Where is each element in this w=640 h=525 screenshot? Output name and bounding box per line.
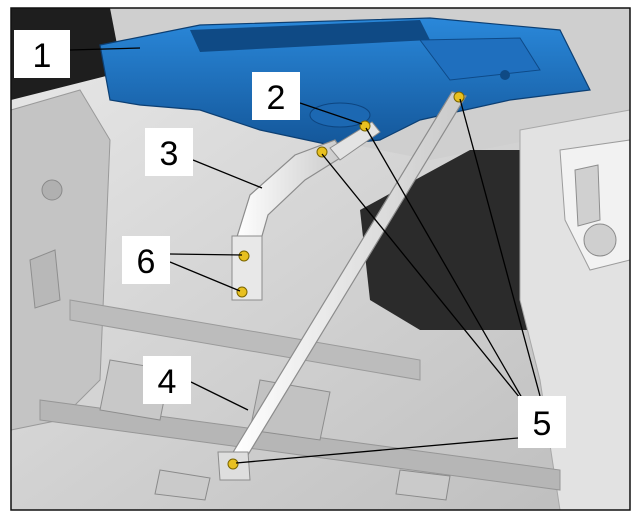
callout-label-2: 2 bbox=[267, 79, 286, 117]
blue-panel-hole bbox=[500, 70, 510, 80]
callout-1: 1 bbox=[14, 30, 70, 78]
callout-label-3: 3 bbox=[160, 135, 179, 173]
left-pillar bbox=[10, 89, 111, 431]
bolt-icon bbox=[238, 250, 250, 262]
leader-4 bbox=[190, 381, 249, 411]
leader-5b bbox=[365, 127, 523, 399]
right-round-boss bbox=[583, 223, 617, 257]
leader-2 bbox=[299, 102, 363, 125]
callout-2: 2 bbox=[252, 72, 300, 120]
bolt-icon bbox=[227, 458, 239, 470]
leader-lines bbox=[69, 47, 541, 464]
callout-4: 4 bbox=[143, 356, 191, 404]
callout-6: 6 bbox=[122, 236, 170, 284]
left-pillar-hole bbox=[41, 179, 63, 201]
callout-5: 5 bbox=[518, 396, 566, 448]
floor-rail-lower bbox=[39, 399, 561, 491]
bolt-icon bbox=[453, 91, 465, 103]
bolt-icon bbox=[236, 286, 248, 298]
diagram-border bbox=[10, 7, 631, 511]
leader-6a bbox=[169, 253, 243, 256]
floor-clip bbox=[154, 469, 211, 501]
left-pillar-bracket bbox=[29, 249, 61, 309]
leader-6b bbox=[169, 261, 241, 292]
callout-label-1: 1 bbox=[33, 37, 52, 75]
blue-panel-recess bbox=[419, 37, 541, 81]
bolt-icon bbox=[359, 120, 371, 132]
bolt-icon bbox=[316, 146, 328, 158]
callout-label-6: 6 bbox=[137, 243, 156, 281]
leader-1 bbox=[69, 47, 141, 51]
right-bracket bbox=[574, 164, 601, 227]
leader-3 bbox=[192, 159, 263, 189]
callout-label-4: 4 bbox=[158, 363, 177, 401]
curved-brace-foot bbox=[231, 235, 263, 301]
floor-clip-right bbox=[395, 469, 451, 501]
leader-5c bbox=[459, 98, 541, 397]
blue-panel-slot bbox=[190, 20, 430, 52]
callout-3: 3 bbox=[145, 128, 193, 176]
leader-5d bbox=[235, 437, 519, 464]
leader-5a bbox=[321, 153, 521, 399]
callout-label-5: 5 bbox=[533, 405, 552, 443]
